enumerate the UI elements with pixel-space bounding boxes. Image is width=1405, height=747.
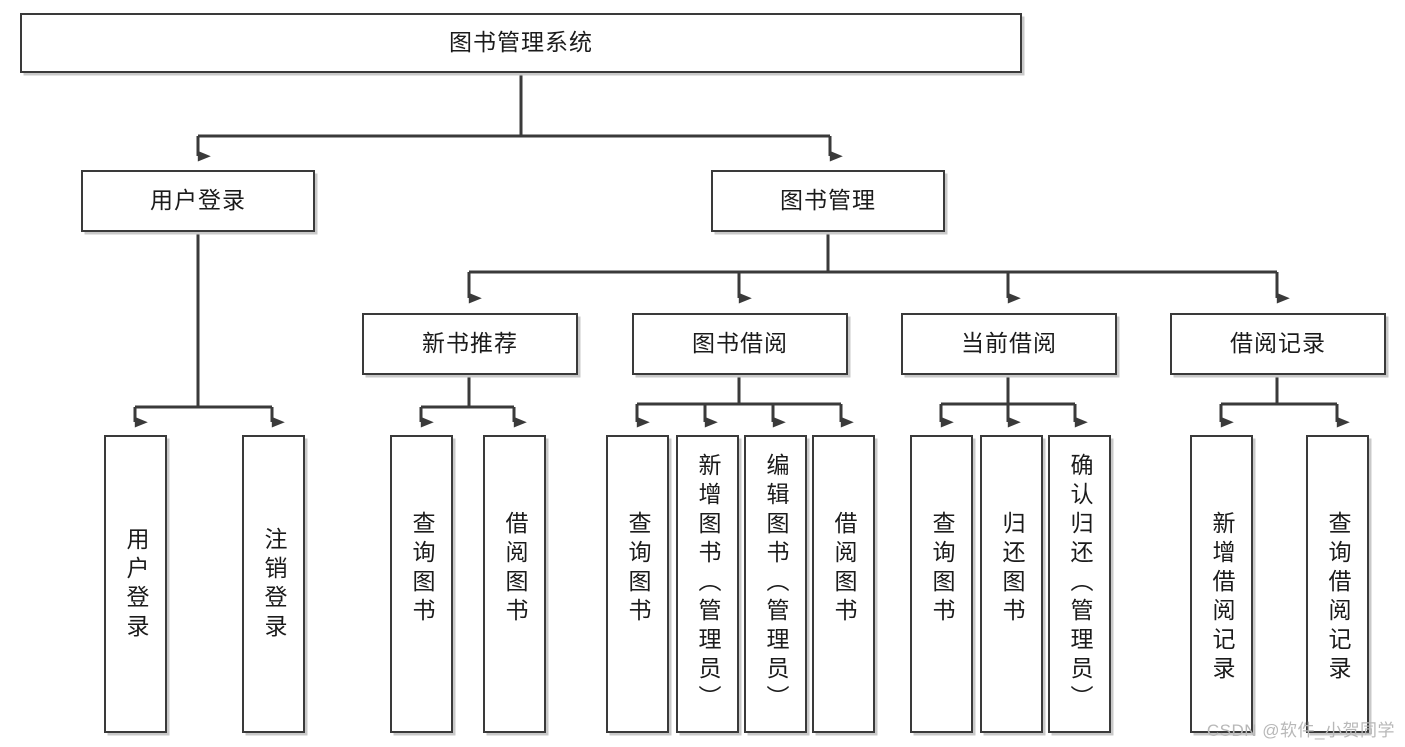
node-book-borrow[interactable]: 图书借阅	[632, 313, 848, 375]
leaf-add-borrow-record[interactable]: 新增借阅记录	[1190, 435, 1253, 733]
leaf-edit-book-admin[interactable]: 编辑图书（管理员）	[744, 435, 807, 733]
leaf-query-borrow-record-label: 查询借阅记录	[1325, 511, 1351, 685]
leaf-logout[interactable]: 注销登录	[242, 435, 305, 733]
leaf-return-book[interactable]: 归还图书	[980, 435, 1043, 733]
leaf-add-book-admin[interactable]: 新增图书（管理员）	[676, 435, 739, 733]
leaf-confirm-return-admin[interactable]: 确认归还（管理员）	[1048, 435, 1111, 733]
leaf-return-book-label: 归还图书	[999, 511, 1025, 627]
leaf-query-borrow-record[interactable]: 查询借阅记录	[1306, 435, 1369, 733]
node-user-login[interactable]: 用户登录	[81, 170, 315, 232]
node-root[interactable]: 图书管理系统	[20, 13, 1022, 73]
leaf-user-login[interactable]: 用户登录	[104, 435, 167, 733]
leaf-query-book-current[interactable]: 查询图书	[910, 435, 973, 733]
leaf-query-book-recommend[interactable]: 查询图书	[390, 435, 453, 733]
leaf-add-borrow-record-label: 新增借阅记录	[1209, 511, 1235, 685]
node-user-login-label: 用户登录	[150, 187, 246, 214]
csdn-watermark: CSDN @软件_小贺同学	[1206, 721, 1395, 740]
node-new-book-recommend-label: 新书推荐	[422, 330, 518, 357]
leaf-borrow-book[interactable]: 借阅图书	[812, 435, 875, 733]
leaf-query-book-recommend-label: 查询图书	[409, 511, 435, 627]
leaf-borrow-book-recommend[interactable]: 借阅图书	[483, 435, 546, 733]
node-new-book-recommend[interactable]: 新书推荐	[362, 313, 578, 375]
node-current-borrow-label: 当前借阅	[961, 330, 1057, 357]
leaf-borrow-book-label: 借阅图书	[831, 511, 857, 627]
leaf-logout-label: 注销登录	[261, 527, 287, 643]
node-book-management-label: 图书管理	[780, 187, 876, 214]
node-borrow-records-label: 借阅记录	[1230, 330, 1326, 357]
leaf-add-book-admin-label: 新增图书（管理员）	[695, 453, 721, 714]
leaf-query-book-borrow-label: 查询图书	[625, 511, 651, 627]
leaf-user-login-label: 用户登录	[123, 527, 149, 643]
node-book-management[interactable]: 图书管理	[711, 170, 945, 232]
leaf-query-book-current-label: 查询图书	[929, 511, 955, 627]
node-root-label: 图书管理系统	[449, 29, 593, 56]
leaf-query-book-borrow[interactable]: 查询图书	[606, 435, 669, 733]
node-borrow-records[interactable]: 借阅记录	[1170, 313, 1386, 375]
node-current-borrow[interactable]: 当前借阅	[901, 313, 1117, 375]
leaf-confirm-return-admin-label: 确认归还（管理员）	[1067, 453, 1093, 714]
node-book-borrow-label: 图书借阅	[692, 330, 788, 357]
leaf-edit-book-admin-label: 编辑图书（管理员）	[763, 453, 789, 714]
leaf-borrow-book-recommend-label: 借阅图书	[502, 511, 528, 627]
